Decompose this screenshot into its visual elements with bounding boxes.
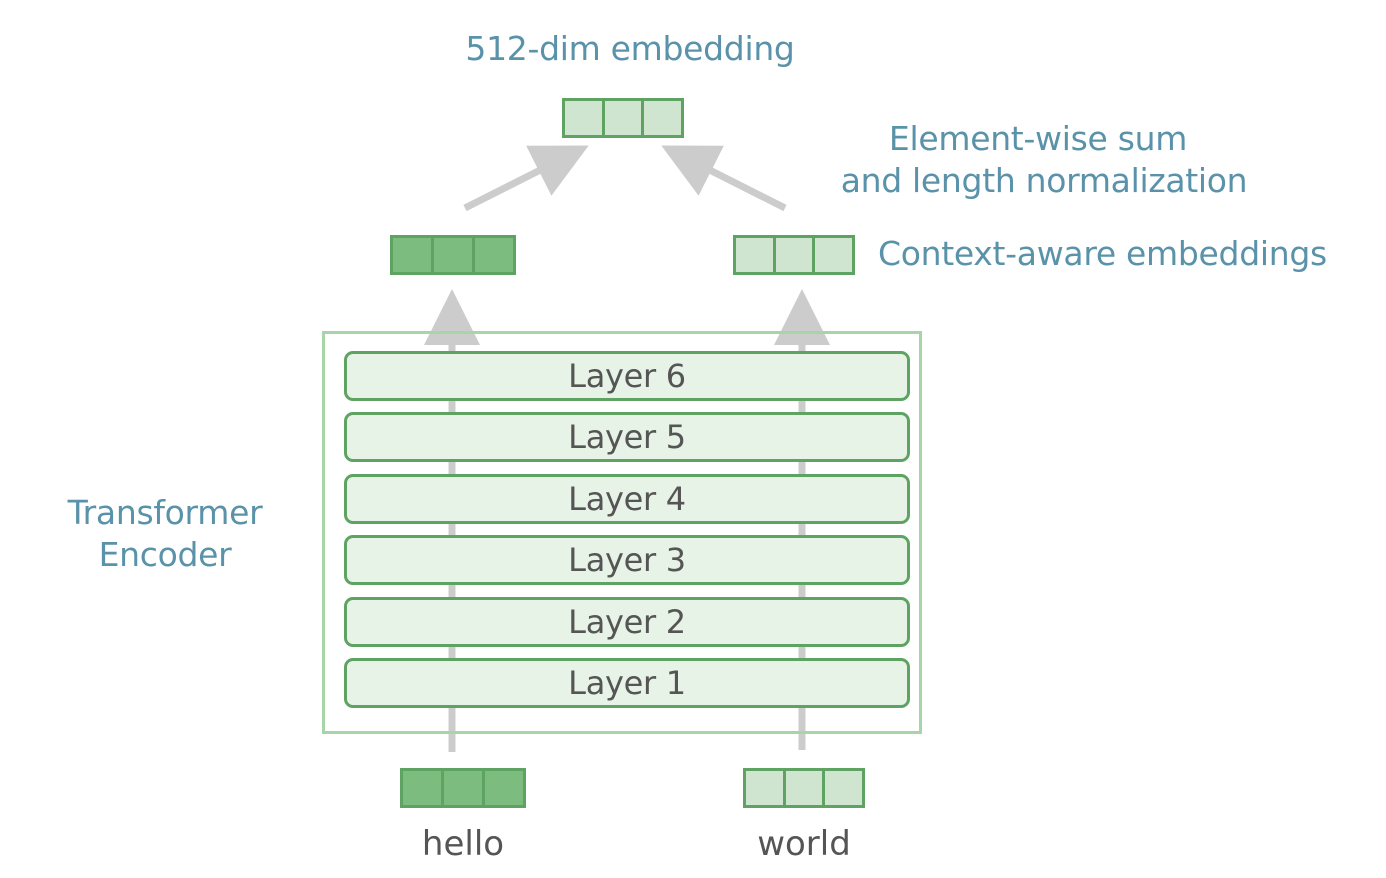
left-sum-arrow bbox=[463, 145, 589, 212]
encoder-label-line2: Encoder bbox=[98, 535, 232, 574]
layer-3: Layer 3 bbox=[344, 535, 910, 585]
sum-label-line2: and length normalization bbox=[840, 161, 1248, 200]
layer-1: Layer 1 bbox=[344, 658, 910, 708]
token-world: world bbox=[757, 824, 851, 864]
sum-label-line1: Element-wise sum bbox=[888, 119, 1188, 158]
hello-input-vector bbox=[400, 768, 526, 808]
layer-5: Layer 5 bbox=[344, 412, 910, 462]
layer-2: Layer 2 bbox=[344, 597, 910, 647]
layer-6: Layer 6 bbox=[344, 351, 910, 401]
output-embedding-vector bbox=[562, 98, 684, 138]
hello-context-vector bbox=[390, 235, 516, 275]
output-embedding-label: 512-dim embedding bbox=[465, 29, 795, 68]
right-sum-arrow bbox=[661, 145, 787, 212]
transformer-encoder-box bbox=[322, 331, 922, 734]
world-context-vector bbox=[733, 235, 855, 275]
encoder-label-line1: Transformer bbox=[67, 493, 263, 532]
world-input-vector bbox=[743, 768, 865, 808]
layer-4: Layer 4 bbox=[344, 474, 910, 524]
token-hello: hello bbox=[421, 824, 505, 864]
context-aware-label: Context-aware embeddings bbox=[878, 234, 1327, 273]
